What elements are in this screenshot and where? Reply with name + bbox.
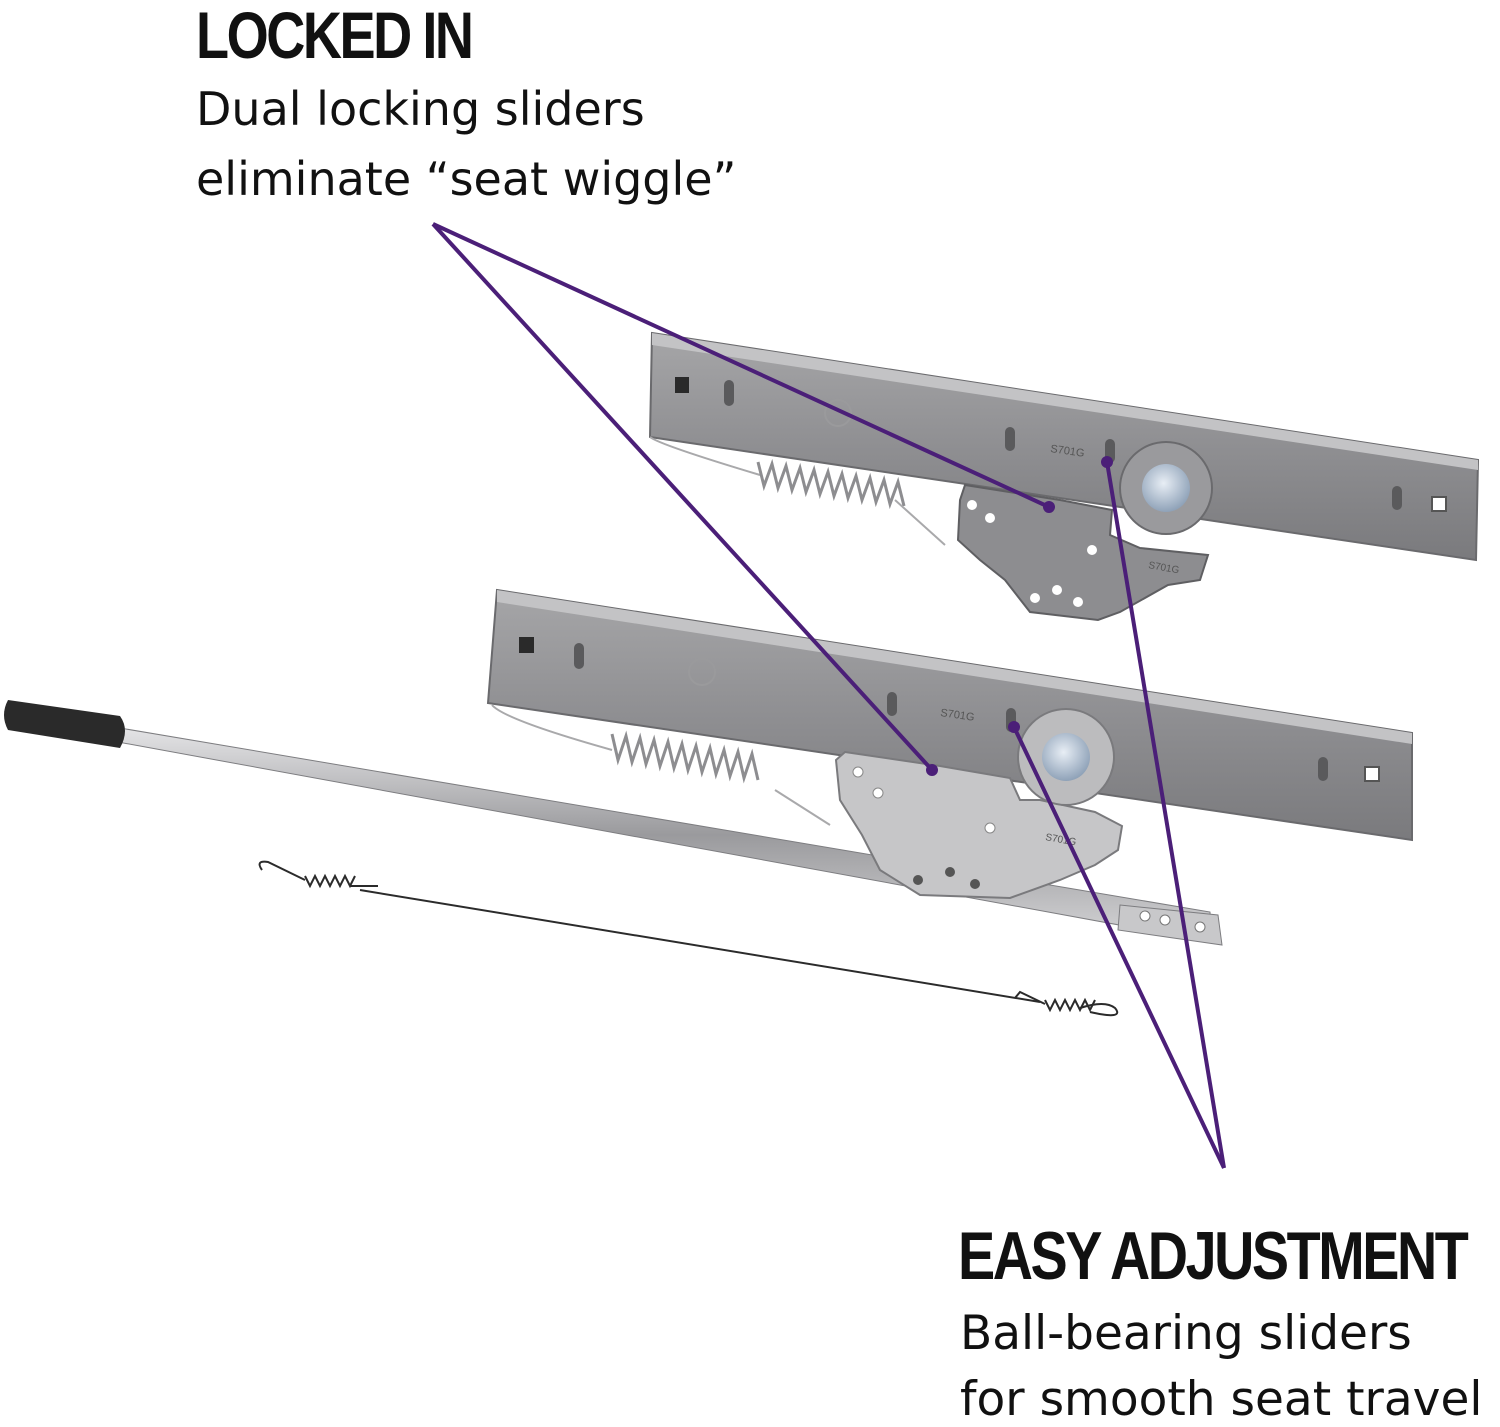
easy-adjustment-leader-lines <box>1012 461 1226 1169</box>
upper-spring <box>756 458 906 510</box>
locked-in-line-2: eliminate “seat wiggle” <box>196 152 737 206</box>
upper-slider-rail: S701G <box>648 331 1480 562</box>
lower-rail-slot-square <box>519 637 534 653</box>
lower-latch-plate: S701G <box>834 750 1124 900</box>
upper-rail-slot <box>724 380 734 406</box>
lower-bearing-marker <box>1008 721 1020 733</box>
lower-lock-marker <box>926 764 938 776</box>
easy-adjustment-line-1: Ball-bearing sliders <box>960 1306 1412 1361</box>
locked-in-leader-lines <box>431 222 1050 772</box>
upper-bearing <box>1119 441 1213 535</box>
upper-lock-marker <box>1043 501 1055 513</box>
lower-spring <box>610 730 760 784</box>
locked-in-line-1: Dual locking sliders <box>196 82 645 136</box>
release-handle-grip <box>4 700 125 748</box>
upper-wire <box>649 436 761 476</box>
lower-rail-slot <box>574 643 584 669</box>
lower-rail-code: S701G <box>940 707 976 724</box>
lower-slider-rail: S701G <box>486 588 1413 842</box>
upper-rail-slot-square <box>675 377 689 393</box>
easy-adjustment-title: EASY ADJUSTMENT <box>958 1218 1469 1294</box>
upper-rail-code: S701G <box>1050 443 1086 460</box>
easy-adjustment-line-2: for smooth seat travel <box>960 1372 1483 1427</box>
lower-bearing <box>1017 708 1115 806</box>
upper-latch-plate: S701G <box>956 483 1210 622</box>
callout-dots <box>926 456 1113 776</box>
tension-wire <box>258 860 1119 1017</box>
upper-bearing-marker <box>1101 456 1113 468</box>
locked-in-title: LOCKED IN <box>196 0 474 72</box>
lower-wire <box>491 704 613 751</box>
upper-latch-code: S701G <box>1147 560 1180 576</box>
